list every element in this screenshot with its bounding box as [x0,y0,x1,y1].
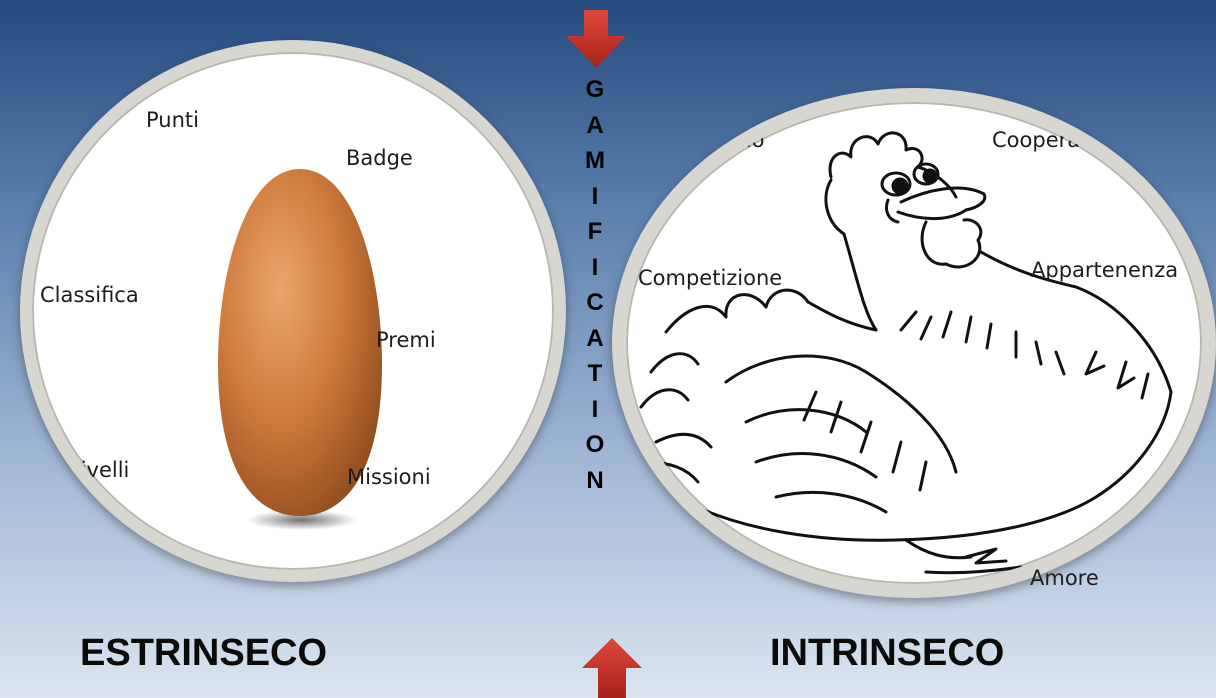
word-premi: Premi [376,328,436,352]
title-letter: O [580,427,610,463]
word-punti: Punti [146,108,199,132]
word-aggressivita: Aggressività [634,550,763,574]
title-letter: N [580,463,610,499]
title-letter: M [580,143,610,179]
title-letter: I [580,250,610,286]
gamification-vertical-title: G A M I F I C A T I O N [580,72,610,498]
word-amore: Amore [1030,566,1099,590]
word-classifica: Classifica [40,283,139,307]
heading-intrinseco: INTRINSECO [770,632,1004,675]
hen-drawing [626,102,1202,584]
word-competizione: Competizione [638,266,782,290]
word-badge: Badge [346,146,413,170]
down-arrow-icon [566,10,626,70]
word-missioni: Missioni [347,465,431,489]
word-livelli: Livelli [69,458,129,482]
title-letter: A [580,108,610,144]
title-letter: I [580,179,610,215]
title-letter: I [580,392,610,428]
title-letter: F [580,214,610,250]
title-letter: C [580,285,610,321]
extrinsic-circle: Punti Badge Classifica Premi Livelli Mis… [20,40,566,582]
word-cooperazione: Cooperazione [992,128,1136,152]
title-letter: G [580,72,610,108]
title-letter: T [580,356,610,392]
intrinsic-circle: Altruismo Cooperazione Competizione Appa… [612,88,1216,598]
up-arrow-icon [582,638,642,698]
title-letter: A [580,321,610,357]
word-appartenenza: Appartenenza [1031,258,1178,282]
heading-estrinseco: ESTRINSECO [80,632,327,675]
word-altruismo: Altruismo [664,128,764,152]
